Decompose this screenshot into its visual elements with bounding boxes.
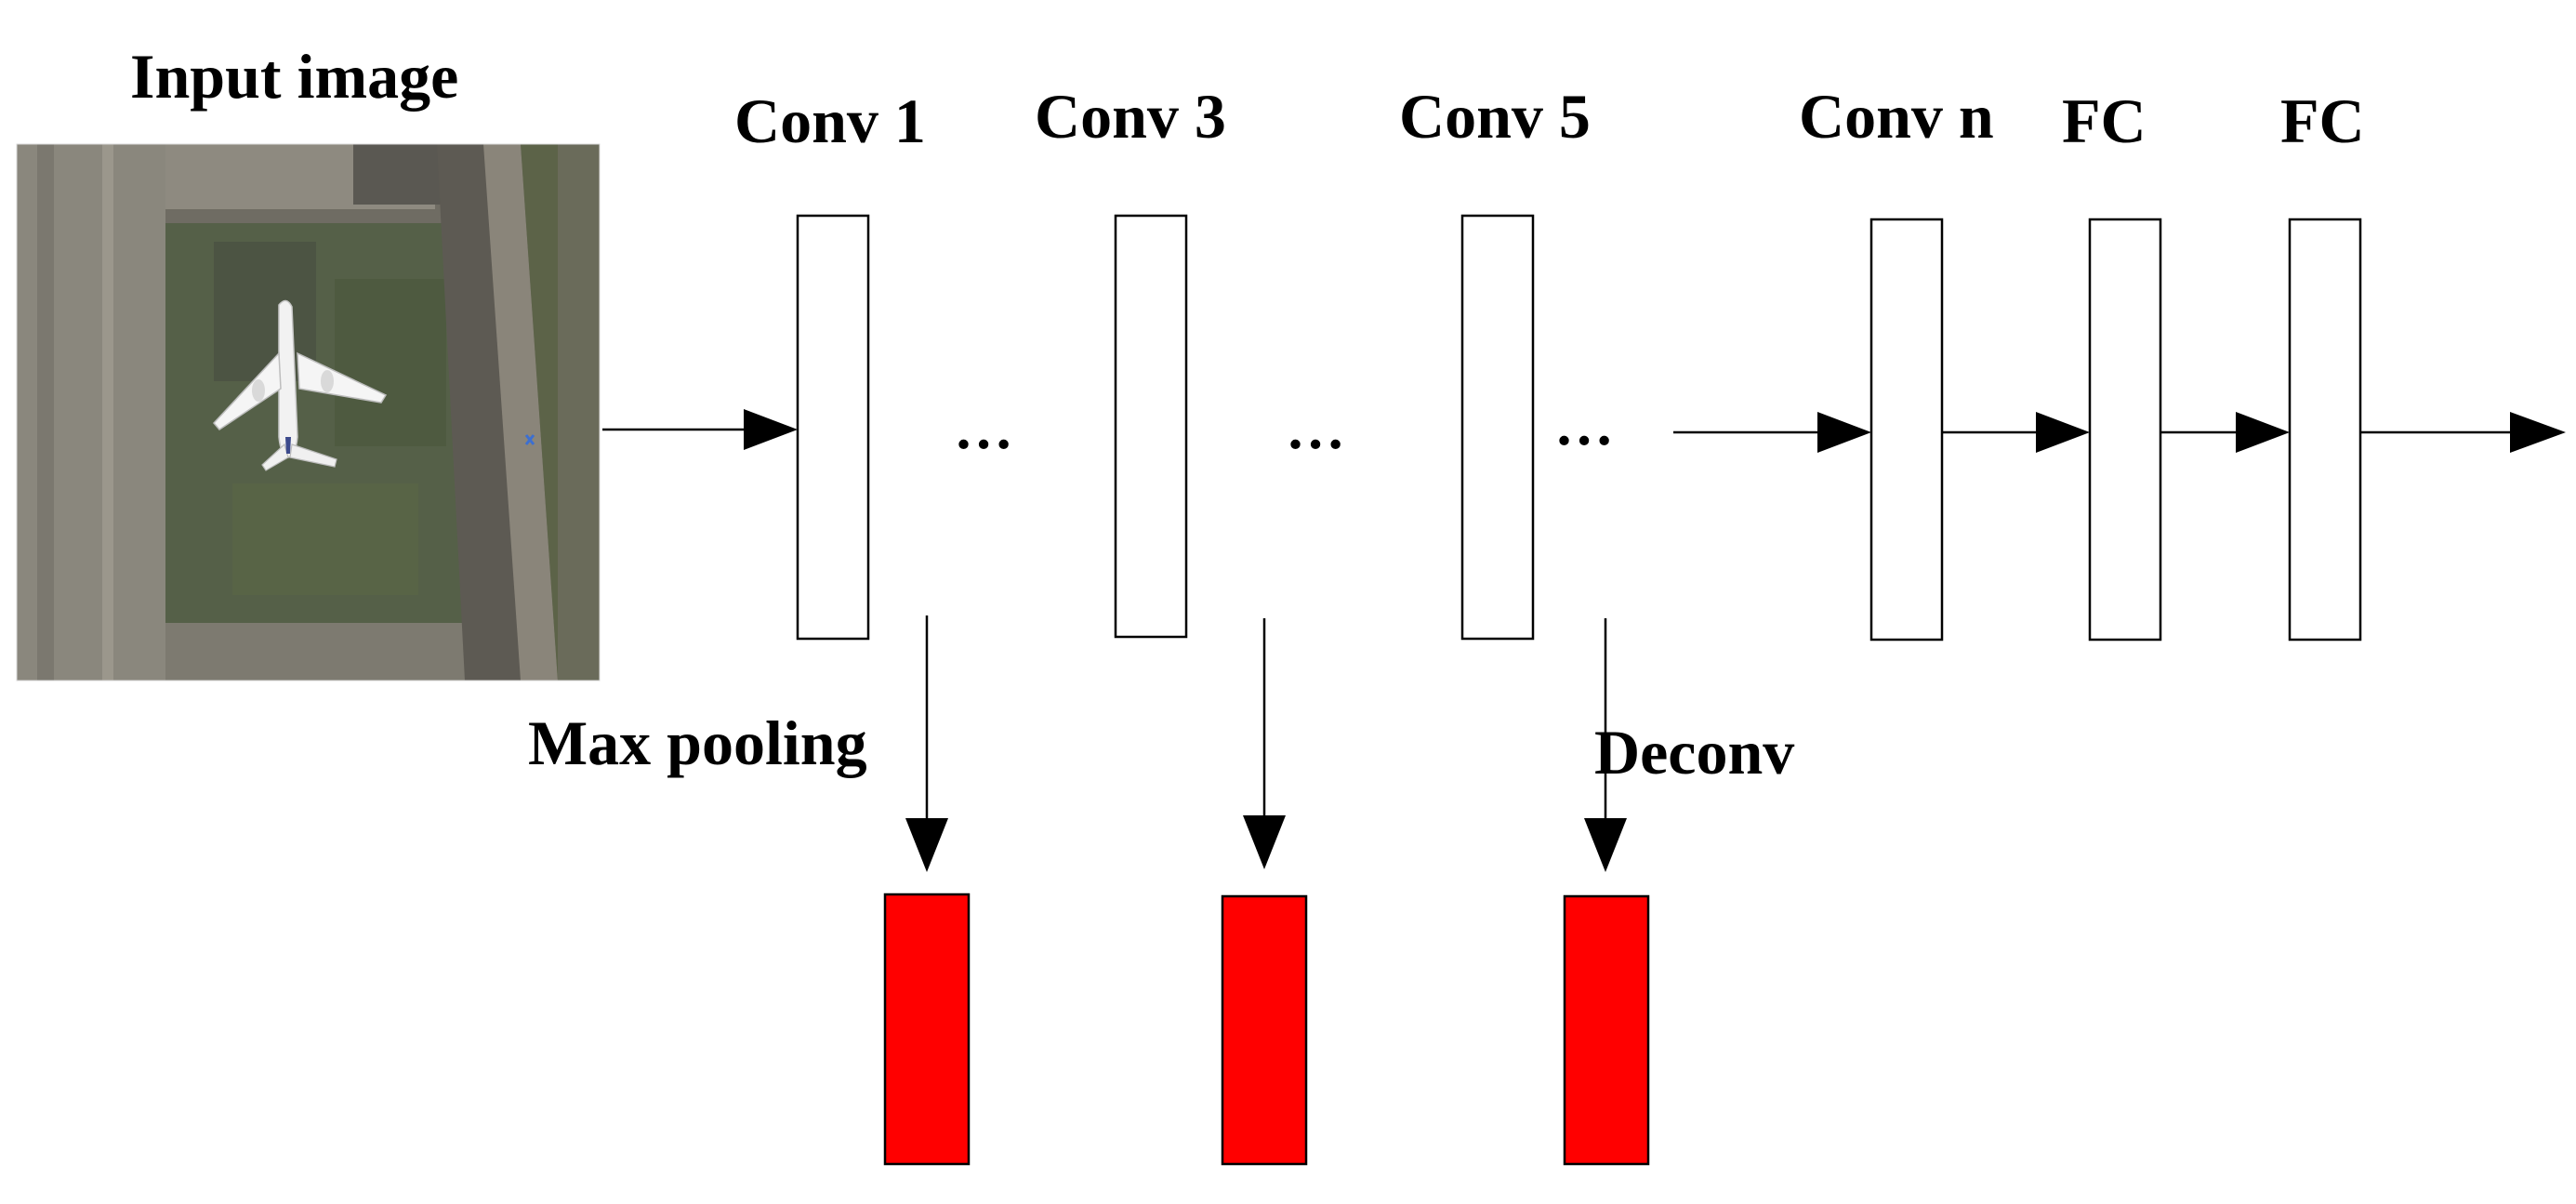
input-image — [16, 143, 601, 681]
deconv-output-box — [1563, 894, 1650, 1166]
fc1-label: FC — [2062, 86, 2147, 156]
arrow-ellipsis-to-convn — [1673, 412, 1871, 453]
conv1-layer-box — [796, 214, 870, 641]
convn-label: Conv n — [1799, 81, 1994, 152]
conv3-branch-output-box — [1221, 894, 1308, 1166]
arrow-conv1-to-max-pooling — [905, 615, 948, 872]
conv5-layer-box — [1460, 214, 1535, 641]
max-pooling-label: Max pooling — [528, 708, 867, 778]
ellipsis-after-conv1: … — [954, 395, 1013, 461]
arrow-fc2-to-output — [2360, 412, 2566, 453]
deconv-label: Deconv — [1594, 717, 1794, 787]
input-image-label: Input image — [130, 41, 458, 112]
max-pooling-output-box — [883, 893, 971, 1166]
arrow-fc1-to-fc2 — [2160, 412, 2290, 453]
arrow-conv3-down — [1243, 618, 1286, 869]
conv3-layer-box — [1114, 214, 1188, 639]
conv5-label: Conv 5 — [1399, 81, 1591, 152]
ellipsis-after-conv5: … — [1554, 391, 1614, 457]
airplane — [212, 299, 388, 471]
conv3-label: Conv 3 — [1035, 81, 1226, 152]
ellipsis-after-conv3: … — [1286, 395, 1345, 461]
convn-layer-box — [1869, 218, 1944, 642]
arrow-conv5-to-deconv — [1584, 618, 1627, 872]
fc2-label: FC — [2280, 86, 2365, 156]
fc2-layer-box — [2288, 218, 2362, 642]
arrow-convn-to-fc1 — [1942, 412, 2090, 453]
conv1-label: Conv 1 — [734, 86, 926, 156]
arrow-input-to-conv1 — [602, 409, 798, 450]
fc1-layer-box — [2088, 218, 2162, 642]
